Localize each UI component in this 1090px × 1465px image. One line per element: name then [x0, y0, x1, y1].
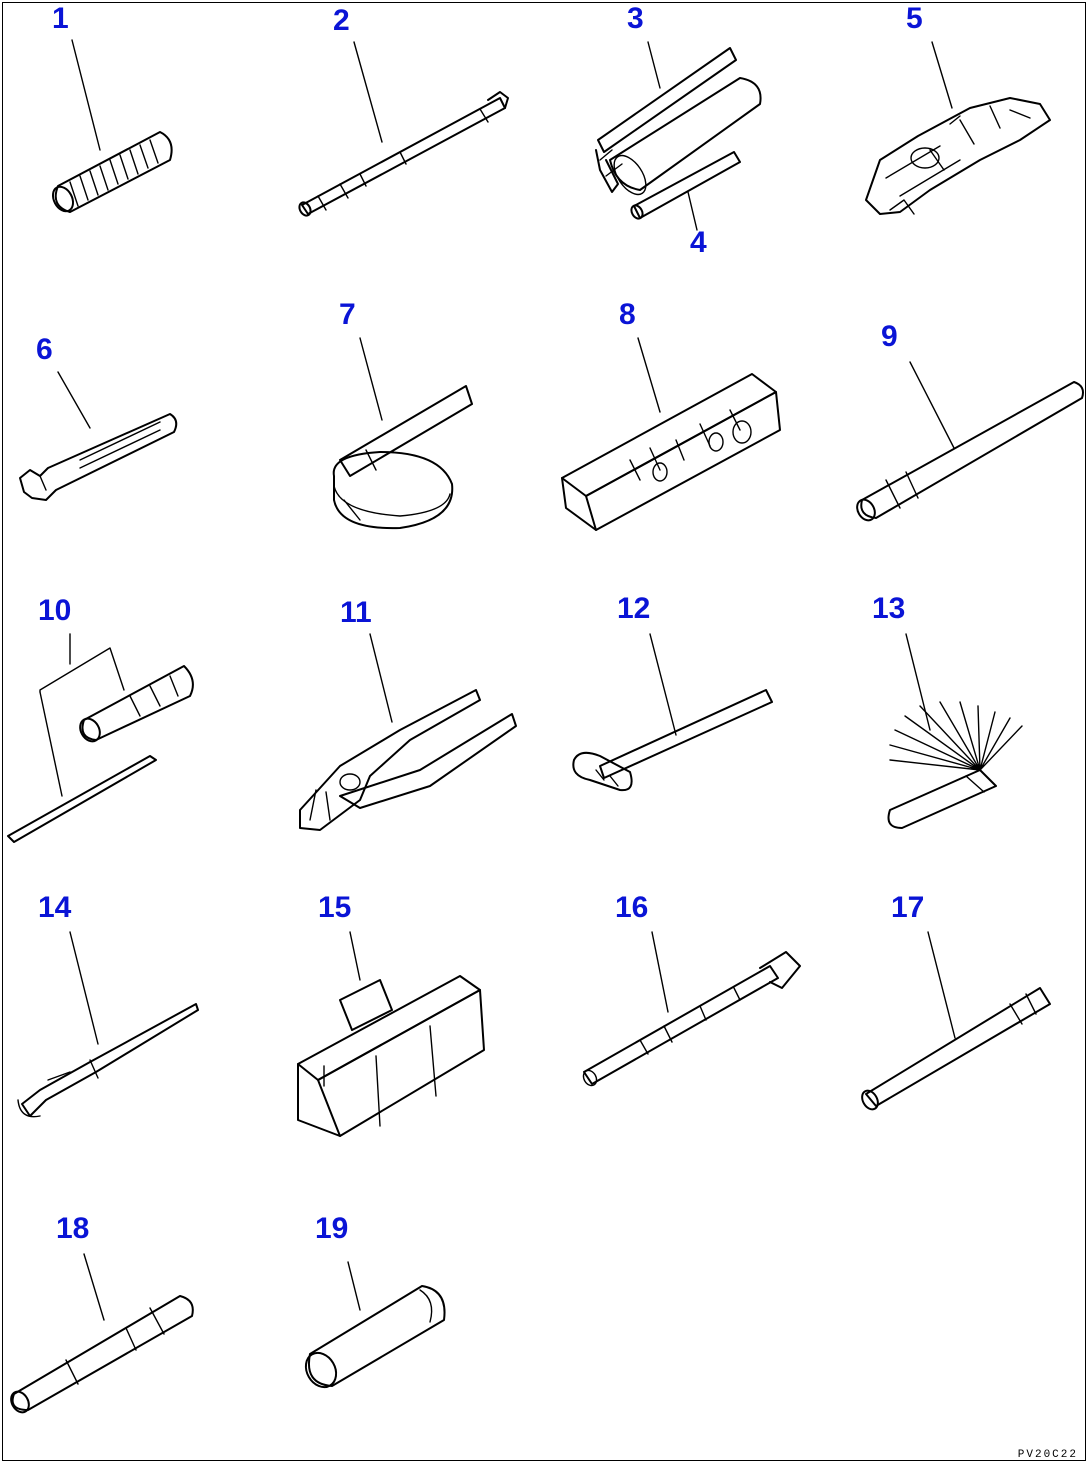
- leader-14: [69, 931, 99, 1045]
- callout-17: 17: [891, 891, 925, 924]
- leader-11: [369, 633, 393, 723]
- callout-4: 4: [690, 226, 707, 259]
- tool-19-socket: [304, 1285, 446, 1389]
- leader-lines: [39, 39, 956, 1321]
- callout-15: 15: [318, 891, 352, 924]
- leader-17: [927, 931, 956, 1039]
- tool-11-pliers: [299, 689, 517, 831]
- leader-10: [39, 647, 125, 693]
- tool-17-socket-bar: [861, 987, 1051, 1111]
- callout-7: 7: [339, 298, 356, 331]
- tool-9-handle: [856, 381, 1084, 522]
- leader-2: [353, 41, 383, 143]
- leader-10b: [39, 691, 63, 797]
- callout-14: 14: [38, 891, 72, 924]
- tool-12-hammer: [572, 689, 773, 792]
- callout-11: 11: [340, 596, 372, 629]
- tool-13-feeler-gauge: [887, 701, 1023, 829]
- tool-8-socket-case: [561, 373, 781, 531]
- leader-5: [931, 41, 953, 109]
- tool-4-pipe: [630, 151, 741, 220]
- leader-16: [651, 931, 669, 1013]
- tool-16-extension: [582, 951, 801, 1087]
- tool-1-spring: [51, 131, 173, 213]
- leader-1: [71, 39, 101, 151]
- tool-7-filter-wrench: [332, 385, 473, 530]
- leader-19: [347, 1261, 361, 1311]
- leader-18: [83, 1253, 105, 1321]
- callout-12: 12: [617, 592, 651, 625]
- leader-13: [905, 633, 931, 731]
- leader-15: [349, 931, 361, 981]
- tool-15-tool-bag: [297, 975, 485, 1137]
- tool-5-pliers: [865, 97, 1051, 215]
- callout-2: 2: [333, 4, 350, 37]
- callout-5: 5: [906, 2, 923, 35]
- callout-18: 18: [56, 1212, 90, 1245]
- leader-8: [637, 337, 661, 413]
- leader-4: [687, 191, 698, 231]
- tool-18-plug-wrench: [10, 1295, 194, 1414]
- callout-9: 9: [881, 320, 898, 353]
- callout-1: 1: [52, 2, 69, 35]
- drawing-code: PV20C22: [1017, 1449, 1078, 1461]
- leader-12: [649, 633, 677, 736]
- callout-13: 13: [872, 592, 906, 625]
- leader-3: [647, 41, 661, 89]
- tool-10-screwdriver: [7, 665, 194, 843]
- leader-9: [909, 361, 955, 449]
- callout-16: 16: [615, 891, 649, 924]
- callout-10: 10: [38, 594, 72, 627]
- leader-7: [359, 337, 383, 421]
- tool-3-grease-gun: [595, 47, 762, 196]
- callout-8: 8: [619, 298, 636, 331]
- callout-19: 19: [315, 1212, 349, 1245]
- callout-3: 3: [627, 2, 644, 35]
- tool-6-wrench: [19, 413, 178, 501]
- tool-14-pry-bar: [17, 1003, 199, 1118]
- callout-6: 6: [36, 333, 53, 366]
- tool-2-extension-bar: [298, 91, 509, 217]
- leader-6: [57, 371, 91, 429]
